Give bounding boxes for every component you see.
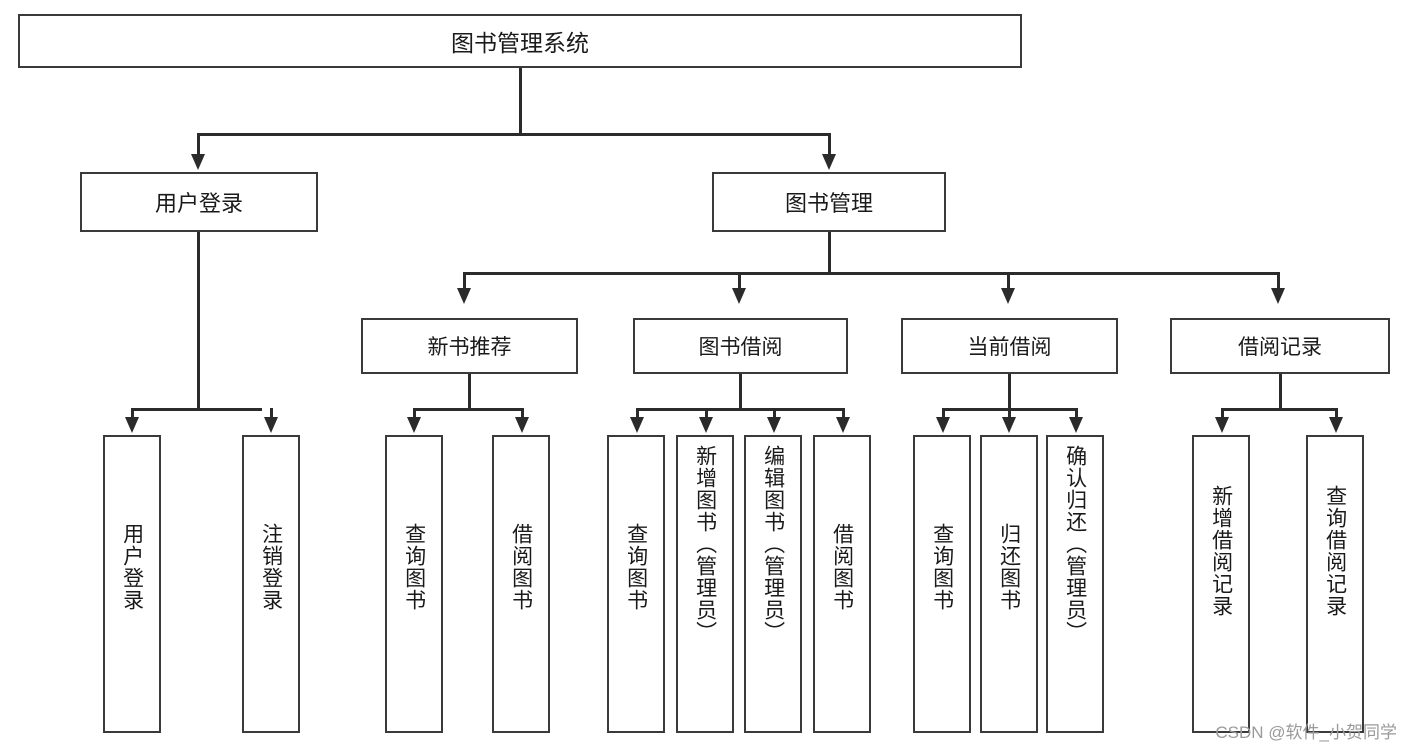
arrow-current-to-leaf-3 [1069,417,1083,433]
leaf-label: 查询图书 [402,523,426,611]
leaf-add-book-admin[interactable]: 新增图书（管理员） [676,435,734,733]
arrow-records-to-leaf-1 [1215,417,1229,433]
connector-records-stem [1279,374,1282,410]
connector-records-fanbar [1222,408,1336,411]
arrow-bookmgmt-to-new-books [457,288,471,304]
arrow-bookmgmt-to-records [1271,288,1285,304]
arrow-borrow-to-leaf-4 [836,417,850,433]
connector-bookmgmt-stem [828,232,831,274]
leaf-return-books[interactable]: 归还图书 [980,435,1038,733]
connector-newbook-stem [468,374,471,410]
arrow-records-to-leaf-2 [1329,417,1343,433]
connector-records-to-leaf-2 [1335,408,1338,419]
connector-current-to-leaf-1 [942,408,945,419]
node-current-borrowing[interactable]: 当前借阅 [901,318,1118,374]
arrow-borrow-to-leaf-2 [699,417,713,433]
connector-bookmgmt-to-new-books [463,272,466,290]
connector-root-fanbar [198,133,830,136]
connector-login-stem [197,232,200,410]
connector-login-fanbar [132,408,262,411]
leaf-label: 确认归还（管理员） [1063,445,1087,643]
arrow-newbook-to-leaf-2 [515,417,529,433]
connector-current-to-leaf-3 [1075,408,1078,419]
leaf-label: 查询图书 [624,523,648,611]
connector-current-stem [1008,374,1011,410]
leaf-edit-book-admin[interactable]: 编辑图书（管理员） [744,435,802,733]
connector-borrow-to-leaf-1 [636,408,639,419]
connector-borrow-to-leaf-2 [705,408,708,419]
arrow-current-to-leaf-1 [936,417,950,433]
connector-borrow-to-leaf-3 [773,408,776,419]
connector-records-to-leaf-1 [1221,408,1224,419]
connector-root-to-login [197,133,200,156]
node-new-book-recommend[interactable]: 新书推荐 [361,318,578,374]
leaf-search-books-current[interactable]: 查询图书 [913,435,971,733]
leaf-search-borrow-record[interactable]: 查询借阅记录 [1306,435,1364,733]
connector-borrow-to-leaf-4 [842,408,845,419]
connector-bookmgmt-fanbar [464,272,1278,275]
leaf-add-borrow-record[interactable]: 新增借阅记录 [1192,435,1250,733]
connector-current-to-leaf-2 [1008,408,1011,419]
node-borrow-records[interactable]: 借阅记录 [1170,318,1390,374]
connector-login-to-leaf-2 [270,408,273,419]
node-label: 用户登录 [154,191,243,216]
arrow-newbook-to-leaf-1 [407,417,421,433]
leaf-borrow-books-recommend[interactable]: 借阅图书 [492,435,550,733]
leaf-label: 新增图书（管理员） [693,445,717,643]
node-label: 图书借阅 [698,336,783,359]
node-root-system[interactable]: 图书管理系统 [18,14,1022,68]
leaf-search-books-borrow[interactable]: 查询图书 [607,435,665,733]
connector-login-to-leaf-1 [131,408,134,419]
connector-newbook-to-leaf-1 [413,408,416,419]
node-label: 图书管理系统 [451,30,589,56]
connector-bookmgmt-to-current [1007,272,1010,290]
leaf-label: 用户登录 [120,523,144,611]
leaf-label: 注销登录 [259,523,283,611]
connector-root-to-bookmgmt [828,133,831,156]
leaf-label: 借阅图书 [509,523,533,611]
node-book-borrowing[interactable]: 图书借阅 [633,318,848,374]
leaf-user-login[interactable]: 用户登录 [103,435,161,733]
node-label: 图书管理 [784,191,873,216]
connector-root-stem [519,68,522,135]
connector-bookmgmt-to-borrow [738,272,741,290]
leaf-logout[interactable]: 注销登录 [242,435,300,733]
node-label: 当前借阅 [967,336,1052,359]
arrow-login-to-leaf-2 [264,417,278,433]
arrow-root-to-bookmgmt [822,154,836,170]
leaf-label: 查询借阅记录 [1323,485,1347,617]
arrow-root-to-login [191,154,205,170]
node-label: 新书推荐 [427,336,512,359]
leaf-borrow-books-borrow[interactable]: 借阅图书 [813,435,871,733]
connector-borrow-fanbar [637,408,844,411]
leaf-label: 编辑图书（管理员） [761,445,785,643]
arrow-bookmgmt-to-current [1001,288,1015,304]
leaf-label: 归还图书 [997,523,1021,611]
leaf-label: 借阅图书 [830,523,854,611]
arrow-bookmgmt-to-borrow [732,288,746,304]
arrow-borrow-to-leaf-1 [630,417,644,433]
leaf-label: 新增借阅记录 [1209,485,1233,617]
connector-borrow-stem [739,374,742,410]
node-user-login[interactable]: 用户登录 [80,172,318,232]
node-book-management[interactable]: 图书管理 [712,172,946,232]
connector-newbook-fanbar [414,408,522,411]
arrow-borrow-to-leaf-3 [767,417,781,433]
leaf-search-books-recommend[interactable]: 查询图书 [385,435,443,733]
connector-newbook-to-leaf-2 [521,408,524,419]
arrow-current-to-leaf-2 [1002,417,1016,433]
leaf-label: 查询图书 [930,523,954,611]
arrow-login-to-leaf-1 [125,417,139,433]
connector-bookmgmt-to-records [1277,272,1280,290]
leaf-confirm-return-admin[interactable]: 确认归还（管理员） [1046,435,1104,733]
node-label: 借阅记录 [1238,336,1322,359]
